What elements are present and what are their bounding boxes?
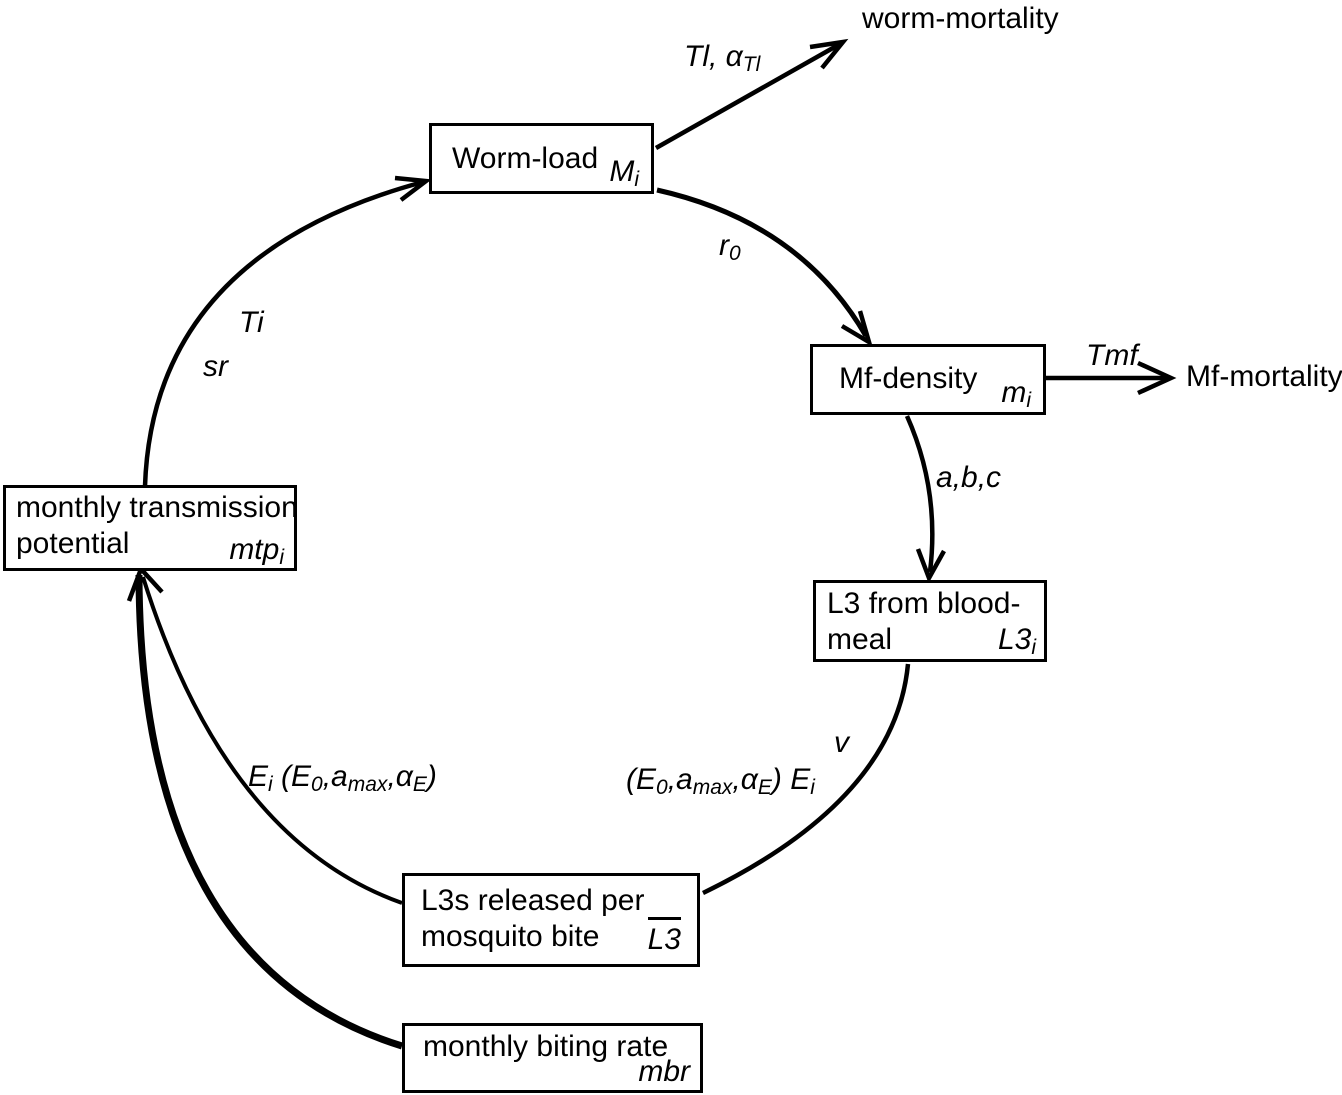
edge-label-tmf: Tmf	[1086, 339, 1138, 372]
node-l3-blood-meal-symbol: L3i	[997, 623, 1036, 660]
edge-mtp-to-worm-load	[142, 179, 424, 487]
edge-label-sr: sr	[203, 350, 228, 383]
edge-l3s-released-to-mtp	[141, 576, 403, 905]
node-l3-blood-meal-line1: L3 from blood-	[827, 587, 1021, 620]
edge-worm-load-to-mf-density	[656, 187, 869, 338]
node-mf-density-symbol: mi	[1001, 376, 1031, 413]
node-worm-load-label: Worm-load	[452, 142, 599, 175]
arrowhead-into-worm-mortality	[809, 38, 849, 70]
edge-label-abc: a,b,c	[936, 461, 1002, 494]
node-l3s-released: L3s released per mosquito bite L3	[402, 873, 700, 967]
edge-label-ti: Ti	[239, 306, 264, 339]
node-monthly-transmission-potential: monthly transmission potential mtpi	[3, 485, 298, 571]
node-mtp-line1: monthly transmission	[16, 491, 298, 524]
edge-mf-density-to-l3-blood-meal	[904, 415, 935, 573]
node-mtp-symbol: mtpi	[229, 533, 284, 570]
node-worm-load-symbol: Mi	[609, 155, 639, 192]
node-mtp-label: monthly transmission potential	[16, 490, 298, 562]
node-monthly-biting-rate-label: monthly biting rate	[423, 1030, 669, 1063]
edge-mbr-to-mtp	[135, 574, 404, 1050]
node-l3s-released-label: L3s released per mosquito bite	[421, 883, 644, 955]
node-l3s-released-symbol: L3	[647, 917, 681, 956]
node-l3s-released-line1: L3s released per	[421, 884, 645, 917]
node-l3s-released-line2: mosquito bite	[421, 920, 600, 953]
node-mf-density: Mf-density mi	[810, 344, 1046, 415]
edge-l3-blood-meal-to-l3s-released	[702, 663, 911, 896]
edge-label-exposure-right: (E0,amax,αE) Ei	[626, 763, 815, 800]
edge-worm-load-to-worm-mortality	[654, 42, 842, 150]
arrowhead-into-mf-density	[840, 310, 873, 347]
node-l3-blood-meal-label: L3 from blood- meal	[827, 586, 1020, 658]
edge-label-tl-alpha: Tl, αTl	[684, 40, 761, 77]
edge-label-r0: r0	[719, 229, 741, 266]
edge-label-exposure-left: Ei (E0,amax,αE)	[248, 760, 437, 797]
node-worm-load: Worm-load Mi	[429, 123, 654, 194]
node-l3-blood-meal-line2: meal	[827, 623, 893, 656]
node-mf-density-label: Mf-density	[839, 362, 978, 395]
node-monthly-biting-rate-symbol: mbr	[638, 1055, 690, 1088]
mf-mortality-label: Mf-mortality	[1186, 360, 1342, 393]
worm-mortality-label: worm-mortality	[862, 2, 1059, 35]
node-monthly-biting-rate: monthly biting rate mbr	[402, 1023, 703, 1093]
node-mtp-line2: potential	[16, 527, 130, 560]
edge-label-v: v	[834, 726, 849, 759]
arrowhead-into-l3-blood-meal	[915, 548, 946, 584]
arrowhead-into-mf-mortality	[1137, 360, 1177, 396]
node-l3-blood-meal: L3 from blood- meal L3i	[813, 580, 1047, 662]
arrowhead-into-worm-load	[394, 175, 432, 202]
